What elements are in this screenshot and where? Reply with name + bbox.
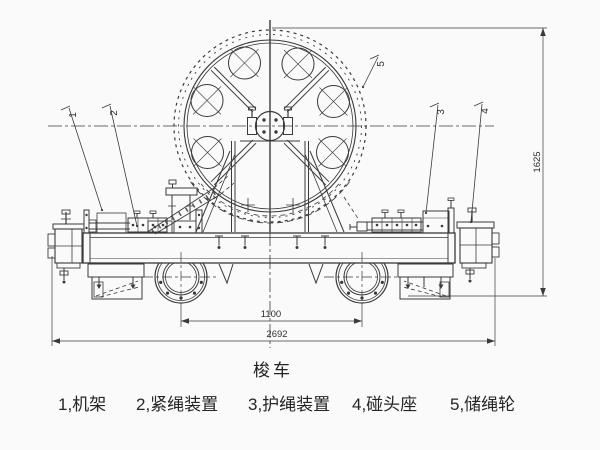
rope-guard-assembly: [343, 196, 455, 234]
part-label-leaders: 1 2 3 4 5: [60, 54, 491, 228]
label-rope-guard: 3: [436, 109, 447, 115]
label-rope-wheel: 5: [376, 61, 387, 67]
rope-to-drum: [145, 175, 235, 235]
axle-bracket-right: [397, 263, 454, 300]
pedestal-cross-marks: [241, 198, 300, 212]
hidden-rope-coil-arc: [200, 183, 340, 217]
wheel-pedestal: [195, 140, 345, 249]
leader-bumper-seat: 4: [469, 101, 491, 224]
dimension-overall-height: 1625: [272, 27, 547, 297]
bumper-seat-right: [456, 207, 500, 283]
drawing-title: 梭车: [253, 361, 293, 380]
leader-rope-tensioner: 2: [101, 103, 139, 228]
legend-item-rope-wheel: 5,储绳轮: [450, 395, 516, 414]
dimension-wheelbase: 1100: [180, 303, 363, 327]
label-frame: 1: [68, 112, 79, 118]
parts-legend: 1,机架 2,紧绳装置 3,护绳装置 4,碰头座 5,储绳轮: [0, 390, 600, 418]
dim-overall-height-value: 1625: [532, 151, 543, 172]
dim-wheelbase-value: 1100: [261, 309, 281, 320]
legend-item-rope-tensioner: 2,紧绳装置: [136, 395, 219, 414]
pedestal-anchor-bolts: [215, 235, 329, 249]
dimension-overall-length: 2692: [51, 256, 496, 346]
leader-rope-guard: 3: [424, 102, 447, 215]
legend-item-rope-guard: 3,护绳装置: [248, 395, 331, 414]
hidden-rim-arc: [190, 181, 350, 224]
leader-frame: 1: [60, 105, 104, 212]
bumper-seat-left: [47, 209, 85, 284]
frame-beam: [82, 232, 456, 264]
axle-bracket-left: [87, 263, 145, 300]
legend-item-bumper-seat: 4,碰头座: [352, 395, 418, 414]
centerlines: [48, 20, 494, 348]
label-rope-tensioner: 2: [109, 110, 120, 116]
wheel-hub: [247, 106, 293, 142]
beam-gussets: [218, 263, 324, 285]
wheel-bolt-dots: [159, 280, 384, 300]
label-bumper-seat: 4: [480, 108, 491, 114]
rope-tensioner-assembly: [83, 175, 235, 235]
legend-item-frame: 1,机架: [58, 395, 107, 414]
leader-rope-wheel: 5: [361, 54, 387, 89]
wheel-lightening-holes: [190, 46, 350, 169]
dim-overall-length-value: 2692: [266, 329, 287, 340]
wheel-centerlines: [143, 252, 400, 302]
